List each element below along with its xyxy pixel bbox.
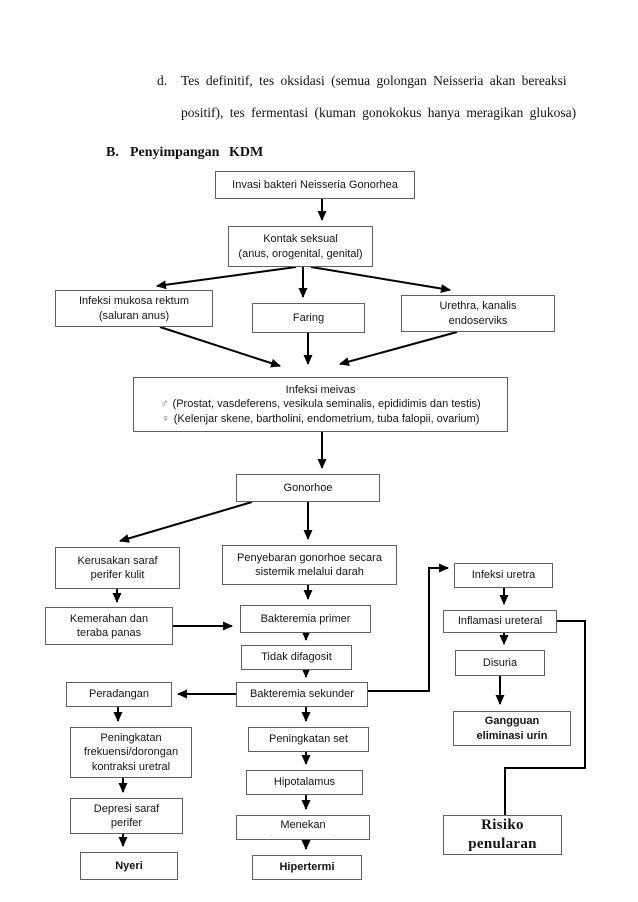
node-label: perifer kulit — [90, 569, 145, 581]
node-label: Infeksi mukosa rektum — [78, 295, 190, 308]
node-label: eliminasi urin — [476, 729, 548, 742]
node-label: Inflamasi ureteral — [457, 615, 543, 628]
node-hipertermi: Hipertermi — [252, 855, 362, 880]
connector-sekunder-infeksi-uretra — [368, 563, 449, 692]
node-infeksi-meivas: Infeksi meivas ♂(Prostat, vasdeferens, v… — [133, 377, 508, 432]
node-label: (saluran anus) — [98, 309, 170, 322]
node-label: Hipotalamus — [273, 776, 336, 789]
node-label: Infeksi uretra — [471, 569, 536, 582]
node-label: Kontak seksual — [263, 233, 338, 246]
node-label: Depresi saraf — [93, 802, 160, 815]
list-item-marker: d. — [157, 73, 168, 88]
node-label: Kerusakan saraf — [77, 554, 158, 567]
arrow-kontak-rektum — [156, 266, 297, 290]
node-label: kontraksi uretral — [91, 760, 171, 773]
section-title: Penyimpangan KDM — [130, 145, 264, 160]
node-bakteremia-primer: Bakteremia primer — [240, 605, 371, 633]
node-nyeri: Nyeri — [80, 852, 178, 880]
node-female-line: ♀(Kelenjar skene, bartholini, endometriu… — [162, 412, 480, 426]
node-faint-dots: . . — [270, 832, 336, 839]
node-inflamasi-ureteral: Inflamasi ureteral — [443, 610, 557, 633]
node-label: Bakteremia primer — [260, 612, 351, 625]
section-marker: B. — [106, 145, 119, 160]
node-kontak-seksual: Kontak seksual (anus, orogenital, genita… — [228, 226, 373, 267]
male-icon: ♂ — [160, 398, 169, 411]
node-label: Gonorhoe — [283, 481, 333, 494]
node-label: teraba panas — [76, 627, 142, 639]
node-label: Gangguan — [484, 715, 540, 728]
arrow-urethra-meivas — [339, 331, 458, 366]
node-bakteremia-sekunder: Bakteremia sekunder — [236, 682, 368, 707]
node-kerusakan-saraf: Kerusakan saraf perifer kulit — [55, 547, 180, 589]
node-gonorhoe: Gonorhoe — [236, 474, 380, 502]
node-penyebaran-gonorhoe: Penyebaran gonorhoe secara sistemik mela… — [222, 545, 397, 585]
node-kemerahan: Kemerahan dan teraba panas — [45, 607, 173, 645]
node-label: Bakteremia sekunder — [250, 688, 354, 701]
node-label: Penyebaran gonorhoe secara — [237, 551, 382, 564]
list-item-text-line1: Tes definitif, tes oksidasi (semua golon… — [181, 73, 567, 88]
node-label: Faring — [292, 311, 325, 324]
arrow-kontak-urethra — [310, 266, 451, 293]
node-label: perifer — [110, 817, 143, 829]
node-label: Peradangan — [89, 688, 149, 701]
node-label: Peningkatan — [100, 732, 162, 745]
node-label: Menekan — [280, 818, 326, 831]
node-label: (Kelenjar skene, bartholini, endometrium… — [173, 412, 480, 425]
node-depresi-saraf: Depresi saraf perifer — [70, 798, 183, 834]
node-label: Hipertermi — [279, 861, 335, 874]
node-peradangan: Peradangan — [66, 682, 172, 707]
node-peningkatan-set: Peningkatan set — [248, 727, 369, 752]
node-label: sistemik melalui darah — [255, 566, 364, 578]
node-faring: Faring — [252, 303, 365, 333]
node-label: Kemerahan dan — [69, 612, 149, 625]
node-risiko-penularan: Risiko penularan — [443, 815, 562, 855]
node-tidak-difagosit: Tidak difagosit — [241, 645, 352, 670]
list-item-text-line2: positif), tes fermentasi (kuman gonokoku… — [181, 105, 577, 120]
node-peningkatan-frekuensi: Peningkatan frekuensi/dorongan kontraksi… — [70, 727, 192, 778]
node-label: (Prostat, vasdeferens, vesikula seminali… — [172, 398, 481, 411]
node-infeksi-uretra: Infeksi uretra — [454, 563, 553, 588]
node-label: Urethra, kanalis — [439, 300, 517, 313]
node-infeksi-mukosa-rektum: Infeksi mukosa rektum (saluran anus) — [55, 290, 213, 327]
node-label: Invasi bakteri Neisseria Gonorhea — [232, 178, 398, 191]
node-label: (anus, orogenital, genital) — [238, 247, 363, 260]
node-menekan: Menekan . . — [236, 815, 370, 840]
node-label: Tidak difagosit — [261, 651, 332, 664]
node-disuria: Disuria — [455, 650, 545, 676]
node-label: Disuria — [482, 656, 518, 669]
female-icon: ♀ — [161, 412, 170, 425]
node-label: frekuensi/dorongan — [83, 746, 179, 759]
node-invasi-bakteri: Invasi bakteri Neisseria Gonorhea — [215, 171, 415, 199]
node-male-line: ♂(Prostat, vasdeferens, vesikula seminal… — [160, 397, 480, 411]
node-hipotalamus: Hipotalamus — [246, 770, 363, 795]
node-urethra-kanalis: Urethra, kanalis endoserviks — [401, 295, 555, 332]
node-label: Peningkatan set — [269, 733, 348, 746]
node-label: Nyeri — [115, 859, 143, 872]
node-title: Infeksi meivas — [285, 384, 356, 397]
arrow-gonorhoe-kerusakan — [119, 501, 253, 543]
node-gangguan-eliminasi-urin: Gangguan eliminasi urin — [453, 711, 571, 746]
node-label: Risiko — [481, 817, 524, 834]
node-label: penularan — [468, 836, 537, 852]
node-label: endoserviks — [448, 314, 508, 327]
